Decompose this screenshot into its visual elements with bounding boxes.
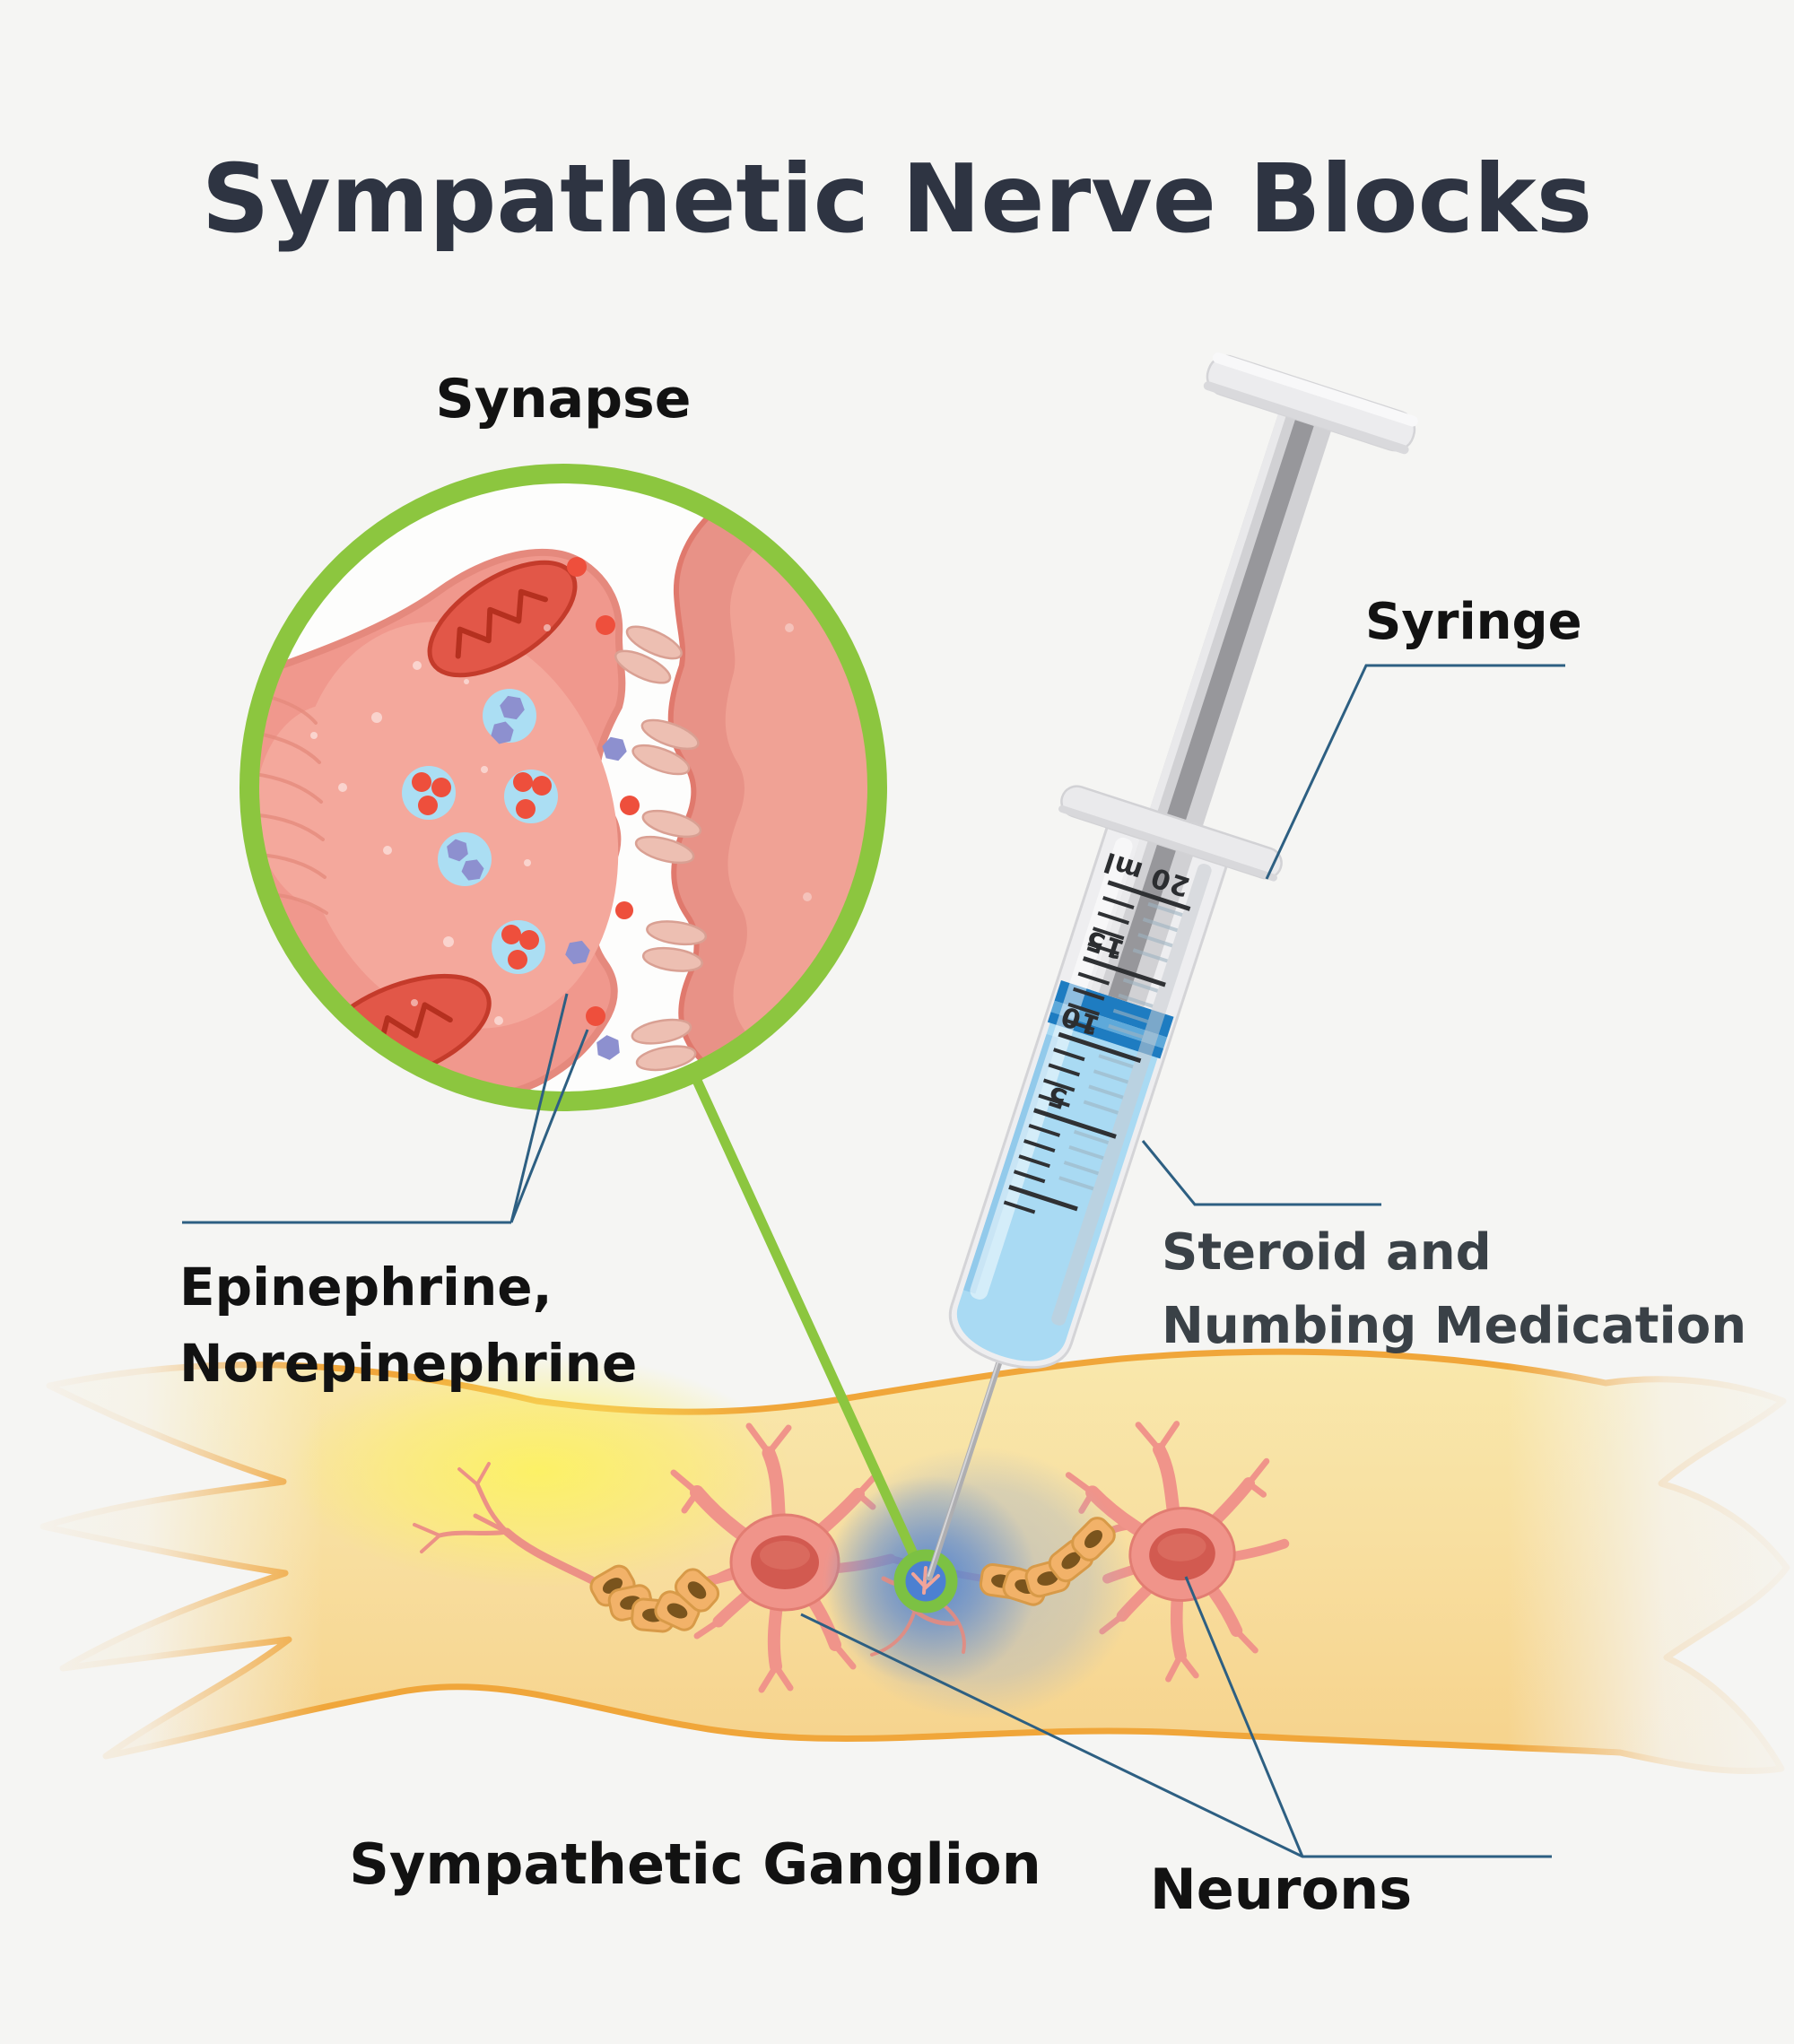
leader-steroid <box>1141 1140 1381 1206</box>
leader-epinephrine-branch-2 <box>509 993 569 1223</box>
leader-syringe <box>1265 664 1565 880</box>
synapse-ring <box>239 464 887 1111</box>
plunger-rod <box>1091 406 1334 1007</box>
glass-highlight <box>970 837 1133 1300</box>
synaptic-vesicles <box>402 689 558 974</box>
plunger-handle <box>1203 352 1418 455</box>
glass-shade <box>1051 864 1212 1326</box>
synapse-label: Synapse <box>436 368 692 431</box>
leader-epinephrine-branch-1 <box>509 1029 589 1223</box>
presynaptic-inner <box>296 622 619 1029</box>
syringe-barrel: 20 ml 15 10 5 <box>949 406 1334 1370</box>
ganglion-label: Sympathetic Ganglion <box>349 1831 1041 1897</box>
speckles <box>310 624 551 1025</box>
page-title: Sympathetic Nerve Blocks <box>202 144 1592 254</box>
nerve-fade-left <box>0 1327 323 1830</box>
magnifier-connector <box>688 1067 931 1587</box>
nerve-glow <box>287 1354 789 1587</box>
syringe-label: Syringe <box>1365 593 1582 651</box>
mini-synapse-icon <box>911 1566 940 1595</box>
synapse-inset <box>239 464 931 1587</box>
leader-lines <box>182 664 1565 1858</box>
injection-site <box>893 1549 958 1613</box>
syringe-liquid <box>956 1022 1158 1361</box>
steroid-label-line2: Numbing Medication <box>1162 1297 1746 1355</box>
leader-neurons-branch <box>1184 1576 1304 1857</box>
neurons-label: Neurons <box>1150 1857 1412 1922</box>
syringe: 20 ml 15 10 5 <box>925 352 1418 1582</box>
steroid-label-line1: Steroid and <box>1162 1223 1492 1282</box>
neurotransmitters <box>563 557 640 1063</box>
nerve-fade-right <box>1507 1327 1794 1830</box>
presynaptic-inner2 <box>256 704 408 910</box>
barrel-flange <box>1058 785 1283 882</box>
epinephrine-label-line1: Epinephrine, <box>179 1257 553 1318</box>
epinephrine-label-line2: Norepinephrine <box>179 1333 637 1394</box>
syringe-scale: 20 ml 15 10 5 <box>1003 845 1194 1214</box>
